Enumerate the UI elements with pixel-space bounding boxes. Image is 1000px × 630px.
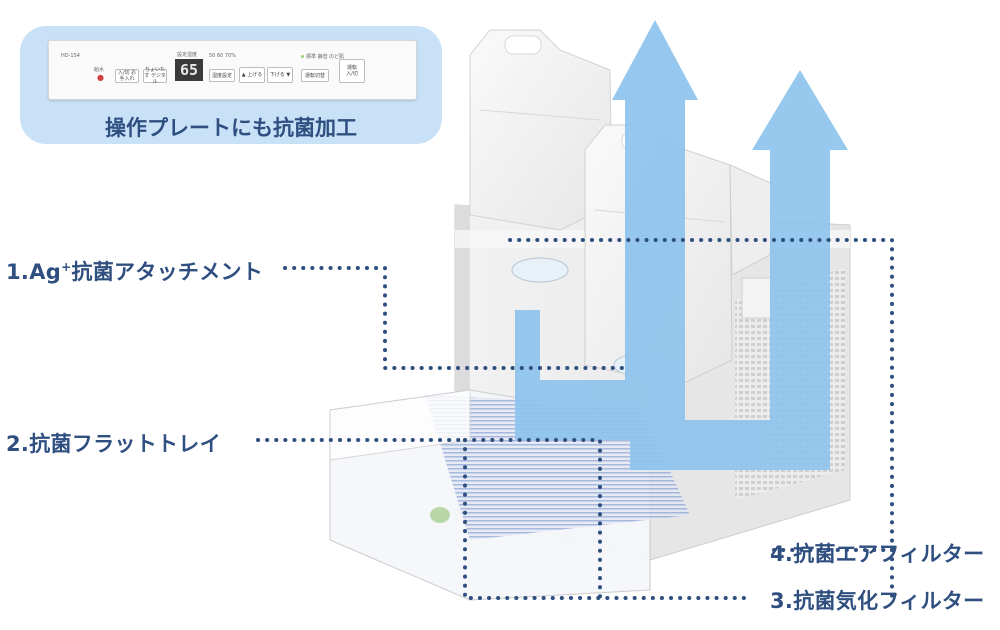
drawer-tray — [329, 389, 690, 601]
label-1-sup: + — [61, 260, 72, 274]
label-air-filter: 4.抗菌エアフィルター — [770, 542, 985, 566]
plate-model: HD-154 — [61, 53, 80, 59]
ag-attachment-disc — [511, 257, 569, 283]
plate-caption: 操作プレートにも抗菌加工 — [105, 116, 357, 140]
airflow-arrow-right — [630, 70, 848, 470]
plate-button-b[interactable]: ちょいたす デジタル — [143, 67, 167, 85]
attachment-part — [430, 507, 450, 523]
water-tank-back — [469, 29, 613, 231]
water-drop-icon: ● — [97, 73, 104, 82]
power-button-label: 運転 — [346, 65, 357, 71]
leader-line-4 — [508, 238, 894, 552]
label-vaporizing-filter: 3.抗菌気化フィルター — [770, 589, 985, 613]
label-1-rest: 抗菌アタッチメント — [71, 260, 264, 284]
label-1-prefix: 1.Ag — [6, 260, 62, 284]
humidity-down-button[interactable]: 下げる ▼ — [267, 67, 293, 83]
power-button-sublabel: 入/切 — [346, 71, 358, 77]
tank-handle — [504, 35, 542, 55]
humidity-display: 65 — [175, 59, 203, 81]
display-label: 設定湿度 — [177, 52, 198, 58]
power-button[interactable]: 運転 入/切 — [339, 59, 365, 83]
humidity-setting-button[interactable]: 湿度設定 — [209, 69, 235, 82]
label-flat-tray: 2.抗菌フラットトレイ — [6, 432, 221, 456]
drop-label: 給水 — [94, 67, 105, 73]
mode-led — [301, 55, 304, 58]
airflow-arrow-left — [515, 20, 698, 440]
side-handle — [741, 277, 773, 319]
humidity-up-button[interactable]: ▲ 上げる — [239, 67, 265, 83]
leader-line-3b — [463, 438, 602, 600]
operation-plate: HD-154 給水 ● 入/切 お手入れ ちょいたす デジタル 設定湿度 65 … — [48, 40, 417, 100]
leader-line-3 — [463, 438, 747, 600]
plate-button-a[interactable]: 入/切 お手入れ — [115, 69, 139, 83]
label-ag-attachment: 1.Ag+抗菌アタッチメント — [6, 256, 263, 286]
mode-labels: 標準 静音 のど肌 — [306, 54, 345, 60]
mode-switch-button[interactable]: 運転切替 — [301, 69, 329, 82]
humidity-levels: 50 60 70% — [209, 53, 237, 59]
